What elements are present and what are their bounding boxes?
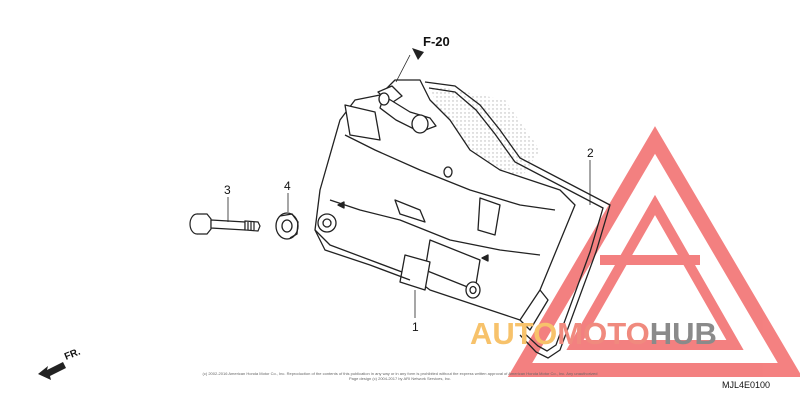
watermark-text-hub: HUB (649, 316, 717, 351)
reference-arrow-icon (412, 48, 424, 60)
copyright-line-1: (c) 2002-2016 American Honda Motor Co., … (202, 371, 598, 376)
rubber-mount-washer (275, 212, 299, 240)
diagram-code: MJL4E0100 (721, 380, 770, 390)
callout-number-4: 4 (284, 179, 291, 193)
cylinder-head-cover (314, 79, 576, 331)
watermark-text: AUTOMOTOHUB (470, 316, 717, 352)
svg-text:FR.: FR. (63, 346, 82, 362)
watermark-triangle-logo (507, 126, 800, 377)
copyright-line-2: Page design (c) 2004-2017 by ARI Network… (348, 376, 452, 381)
callout-number-2: 2 (587, 146, 594, 160)
copyright-notice: (c) 2002-2016 American Honda Motor Co., … (200, 371, 600, 381)
watermark-text-moto: MOTO (557, 316, 650, 351)
callout-number-3: 3 (224, 183, 231, 197)
head-cover-gasket (424, 81, 611, 359)
leader-line-ref (395, 54, 411, 83)
head-cover-bolt (189, 213, 261, 235)
watermark-text-auto: AUTO (470, 316, 558, 351)
reference-label: F-20 (423, 34, 450, 49)
shading-area (430, 85, 540, 180)
front-direction-arrow: FR. (38, 346, 82, 380)
callout-number-1: 1 (412, 320, 419, 334)
